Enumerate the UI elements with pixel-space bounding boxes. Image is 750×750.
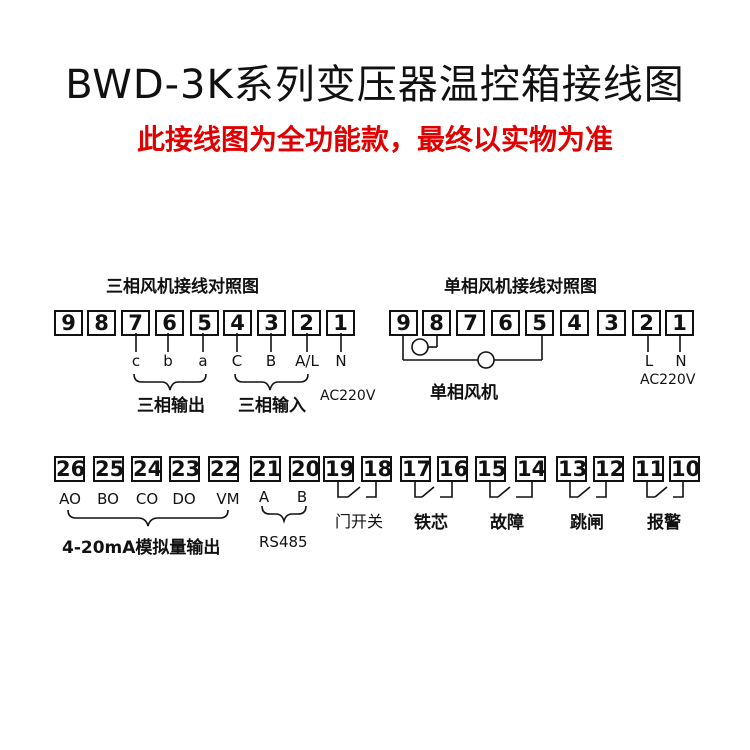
rs485-label-1: B bbox=[296, 488, 308, 506]
page-title: BWD-3K系列变压器温控箱接线图 bbox=[65, 62, 685, 108]
relay-group-label-4: 报警 bbox=[647, 513, 681, 533]
bottom-terminal-21: 21 bbox=[250, 456, 282, 482]
bottom-terminal-17: 17 bbox=[400, 456, 432, 482]
bottom-terminal-14: 14 bbox=[515, 456, 547, 482]
single-phase-label-l: L bbox=[644, 352, 654, 370]
three-phase-label-2: a bbox=[198, 352, 208, 370]
single-phase-label-n: N bbox=[675, 352, 687, 370]
single-phase-terminal-3: 3 bbox=[597, 310, 626, 336]
bottom-terminal-24: 24 bbox=[131, 456, 163, 482]
three-phase-label-5: A/L bbox=[295, 352, 319, 370]
bottom-terminal-16: 16 bbox=[437, 456, 469, 482]
three-phase-terminal-7: 7 bbox=[121, 310, 150, 336]
three-phase-power-label: AC220V bbox=[320, 388, 376, 404]
three-phase-label-0: c bbox=[131, 352, 141, 370]
analog-label-4: VM bbox=[216, 490, 240, 508]
three-phase-label-3: C bbox=[231, 352, 243, 370]
single-phase-terminal-4: 4 bbox=[560, 310, 589, 336]
bottom-terminal-25: 25 bbox=[93, 456, 125, 482]
single-phase-power-label: AC220V bbox=[640, 372, 696, 388]
three-phase-header: 三相风机接线对照图 bbox=[106, 277, 259, 297]
motor-icon-1 bbox=[411, 338, 429, 356]
single-phase-terminal-7: 7 bbox=[456, 310, 485, 336]
analog-label-0: AO bbox=[59, 490, 81, 508]
single-phase-terminal-1: 1 bbox=[665, 310, 694, 336]
single-phase-header: 单相风机接线对照图 bbox=[444, 277, 597, 297]
rs485-label-0: A bbox=[258, 488, 270, 506]
bottom-terminal-22: 22 bbox=[208, 456, 240, 482]
three-phase-input-label: 三相输入 bbox=[238, 396, 306, 416]
bottom-terminal-12: 12 bbox=[593, 456, 625, 482]
analog-label-3: DO bbox=[172, 490, 196, 508]
bottom-terminal-13: 13 bbox=[556, 456, 588, 482]
three-phase-output-label: 三相输出 bbox=[137, 396, 205, 416]
bottom-terminal-23: 23 bbox=[169, 456, 201, 482]
three-phase-terminal-8: 8 bbox=[87, 310, 116, 336]
single-phase-terminal-5: 5 bbox=[525, 310, 554, 336]
bottom-terminal-15: 15 bbox=[475, 456, 507, 482]
three-phase-terminal-4: 4 bbox=[223, 310, 252, 336]
relay-group-label-2: 故障 bbox=[490, 513, 524, 533]
page-subtitle: 此接线图为全功能款，最终以实物为准 bbox=[136, 123, 613, 156]
bottom-terminal-18: 18 bbox=[361, 456, 393, 482]
three-phase-label-1: b bbox=[163, 352, 173, 370]
single-phase-terminal-6: 6 bbox=[491, 310, 520, 336]
three-phase-label-4: B bbox=[265, 352, 277, 370]
relay-group-label-1: 铁芯 bbox=[414, 513, 448, 533]
motor-icon-2 bbox=[477, 351, 495, 369]
three-phase-terminal-5: 5 bbox=[190, 310, 219, 336]
rs485-label: RS485 bbox=[259, 533, 308, 551]
bottom-terminal-26: 26 bbox=[54, 456, 86, 482]
relay-group-label-0: 门开关 bbox=[335, 512, 384, 531]
three-phase-label-6: N bbox=[335, 352, 347, 370]
analog-label-1: BO bbox=[97, 490, 119, 508]
bottom-terminal-20: 20 bbox=[289, 456, 321, 482]
three-phase-terminal-6: 6 bbox=[155, 310, 184, 336]
bottom-terminal-11: 11 bbox=[633, 456, 665, 482]
single-phase-terminal-9: 9 bbox=[389, 310, 418, 336]
three-phase-terminal-9: 9 bbox=[54, 310, 83, 336]
analog-label-2: CO bbox=[135, 490, 159, 508]
single-phase-fan-label: 单相风机 bbox=[430, 383, 498, 403]
bottom-terminal-10: 10 bbox=[669, 456, 701, 482]
analog-output-label: 4-20mA模拟量输出 bbox=[62, 538, 221, 558]
single-phase-terminal-2: 2 bbox=[632, 310, 661, 336]
relay-group-label-3: 跳闸 bbox=[570, 513, 604, 533]
